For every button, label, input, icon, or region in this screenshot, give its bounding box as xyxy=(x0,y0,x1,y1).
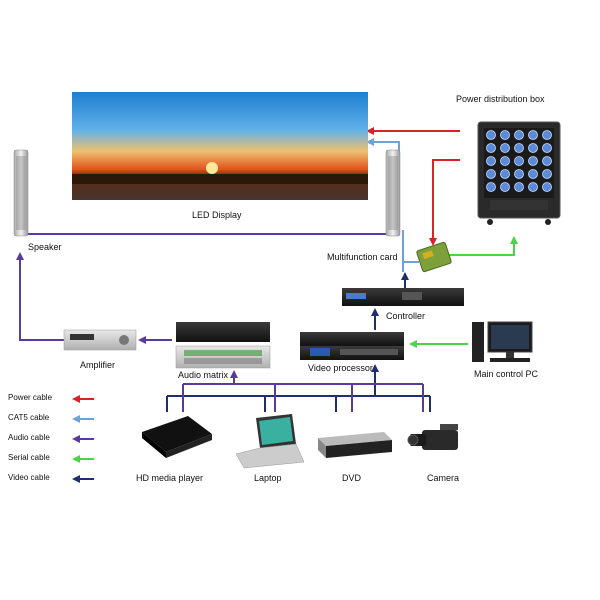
video-arrow-controller xyxy=(371,308,379,316)
power-socket xyxy=(486,169,496,179)
label-speaker: Speaker xyxy=(28,242,62,252)
power-socket xyxy=(500,169,510,179)
main-control-pc xyxy=(472,321,533,362)
power-socket xyxy=(486,143,496,153)
legend-arrow-serial xyxy=(72,455,80,463)
cat5-arrow-led xyxy=(366,138,374,146)
legend-item-serial: Serial cable xyxy=(8,453,108,465)
power-socket xyxy=(514,169,524,179)
label-video-processor: Video processor xyxy=(308,363,373,373)
power-socket xyxy=(486,182,496,192)
legend-label-serial: Serial cable xyxy=(8,453,50,462)
power-socket xyxy=(528,182,538,192)
power-socket xyxy=(514,130,524,140)
audio-arrow-speaker xyxy=(16,252,24,260)
legend-lines xyxy=(72,395,94,483)
serial-arrow-power-box xyxy=(510,236,518,244)
power-socket xyxy=(528,169,538,179)
legend-arrow-video xyxy=(72,475,80,483)
label-led-display: LED Display xyxy=(192,210,242,220)
laptop xyxy=(235,414,305,469)
power-socket xyxy=(514,143,524,153)
legend-label-cat5: CAT5 cable xyxy=(8,413,50,422)
serial-cable-to-power-box xyxy=(437,242,515,256)
power-socket xyxy=(514,182,524,192)
video-arrow-card xyxy=(401,272,409,280)
power-socket xyxy=(542,169,552,179)
power-socket xyxy=(542,130,552,140)
hd-media-player xyxy=(142,416,212,458)
camera xyxy=(407,424,458,450)
legend-label-audio: Audio cable xyxy=(8,433,50,442)
power-arrow-display xyxy=(366,127,374,135)
label-power-distribution-box: Power distribution box xyxy=(456,94,545,104)
speaker-right xyxy=(385,149,401,237)
power-socket xyxy=(542,143,552,153)
video-processor xyxy=(300,332,404,360)
label-laptop: Laptop xyxy=(254,473,282,483)
legend-arrow-audio xyxy=(72,435,80,443)
video-arrow-processor xyxy=(371,364,379,372)
power-socket xyxy=(528,143,538,153)
power-socket xyxy=(500,130,510,140)
label-hd-media-player: HD media player xyxy=(136,473,204,483)
serial-arrow-processor xyxy=(409,340,417,348)
power-socket xyxy=(528,156,538,166)
power-socket xyxy=(500,156,510,166)
label-dvd: DVD xyxy=(342,473,362,483)
controller xyxy=(342,288,464,306)
power-arrow-card xyxy=(429,238,437,246)
legend-item-audio: Audio cable xyxy=(8,433,108,445)
power-socket xyxy=(486,130,496,140)
label-amplifier: Amplifier xyxy=(80,360,116,370)
cat5-cable-card-branch xyxy=(402,261,419,270)
power-socket xyxy=(500,143,510,153)
power-socket xyxy=(542,156,552,166)
power-socket xyxy=(486,156,496,166)
label-audio-matrix: Audio matrix xyxy=(178,370,229,380)
power-socket xyxy=(500,182,510,192)
audio-arrow-amplifier xyxy=(138,336,146,344)
power-socket xyxy=(514,156,524,166)
audio-matrix xyxy=(175,322,271,369)
label-main-control-pc: Main control PC xyxy=(474,369,539,379)
legend-item-power: Power cable xyxy=(8,393,108,405)
led-display xyxy=(72,92,368,200)
power-socket xyxy=(528,130,538,140)
legend-arrow-cat5 xyxy=(72,415,80,423)
multifunction-card xyxy=(416,241,452,273)
speaker-left xyxy=(13,149,29,237)
label-camera: Camera xyxy=(427,473,460,483)
audio-cable-amplifier-to-speaker xyxy=(19,258,64,341)
label-controller: Controller xyxy=(386,311,426,321)
amplifier xyxy=(63,329,137,351)
label-multifunction-card: Multifunction card xyxy=(327,252,398,262)
power-cable-to-card xyxy=(432,159,460,240)
legend-item-video: Video cable xyxy=(8,473,108,485)
legend-item-cat5: CAT5 cable xyxy=(8,413,108,425)
legend-label-video: Video cable xyxy=(8,473,50,482)
dvd-player xyxy=(318,432,392,458)
power-socket xyxy=(542,182,552,192)
power-distribution-box xyxy=(477,121,561,225)
legend-arrow-power xyxy=(72,395,80,403)
legend-label-power: Power cable xyxy=(8,393,53,402)
audio-arrow-matrix xyxy=(230,370,238,378)
